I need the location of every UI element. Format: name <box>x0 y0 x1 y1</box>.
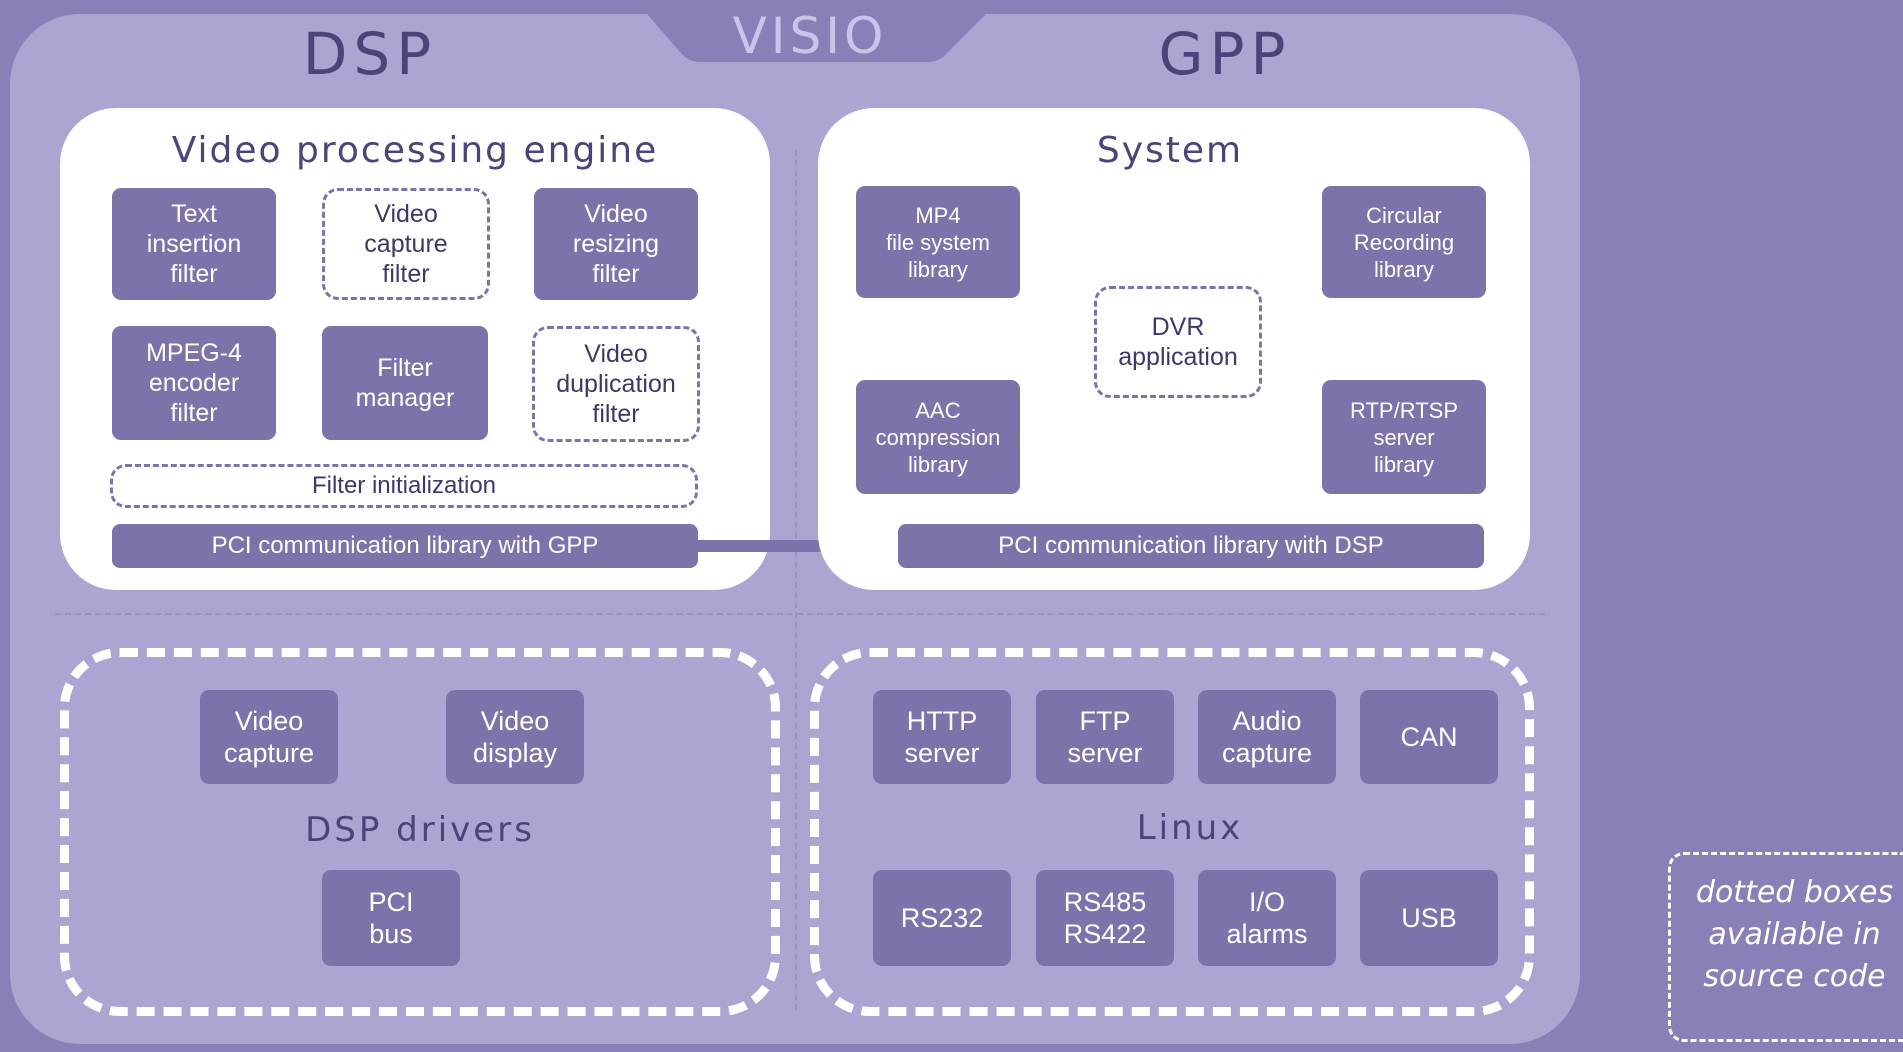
audio-capture: Audio capture <box>1198 690 1336 784</box>
video-capture-driver: Video capture <box>200 690 338 784</box>
video-resizing-filter: Video resizing filter <box>534 188 698 300</box>
video-display-driver: Video display <box>446 690 584 784</box>
rs485-rs422-port: RS485 RS422 <box>1036 870 1174 966</box>
usb-port: USB <box>1360 870 1498 966</box>
brand-logo: VISIO <box>732 7 888 65</box>
can-bus: CAN <box>1360 690 1498 784</box>
gpp-header: GPP <box>1158 20 1292 88</box>
linux-title: Linux <box>1136 808 1244 848</box>
dsp-drivers-title: DSP drivers <box>305 810 535 850</box>
circular-recording-library: Circular Recording library <box>1322 186 1486 298</box>
rs232-port: RS232 <box>873 870 1011 966</box>
io-alarms: I/O alarms <box>1198 870 1336 966</box>
rtp-rtsp-server-library: RTP/RTSP server library <box>1322 380 1486 494</box>
filter-manager: Filter manager <box>322 326 488 440</box>
linux-area <box>810 648 1534 1016</box>
mpeg4-encoder-filter: MPEG-4 encoder filter <box>112 326 276 440</box>
dsp-drivers-area <box>60 648 780 1016</box>
ftp-server: FTP server <box>1036 690 1174 784</box>
pci-library-gpp: PCI communication library with GPP <box>112 524 698 568</box>
dsp-header: DSP <box>302 20 438 88</box>
aac-compression-library: AAC compression library <box>856 380 1020 494</box>
video-capture-filter: Video capture filter <box>322 188 490 300</box>
pci-bus-driver: PCI bus <box>322 870 460 966</box>
dvr-application: DVR application <box>1094 286 1262 398</box>
text-insertion-filter: Text insertion filter <box>112 188 276 300</box>
system-title: System <box>1096 130 1244 171</box>
legend-box <box>1668 852 1903 1042</box>
mp4-file-system-library: MP4 file system library <box>856 186 1020 298</box>
filter-initialization: Filter initialization <box>110 464 698 508</box>
vertical-divider <box>795 150 797 1010</box>
video-processing-engine-title: Video processing engine <box>171 130 659 171</box>
pci-library-dsp: PCI communication library with DSP <box>898 524 1484 568</box>
video-duplication-filter: Video duplication filter <box>532 326 700 442</box>
legend-text: dotted boxes available in source code <box>1695 875 1894 994</box>
http-server: HTTP server <box>873 690 1011 784</box>
horizontal-divider <box>55 613 1545 615</box>
